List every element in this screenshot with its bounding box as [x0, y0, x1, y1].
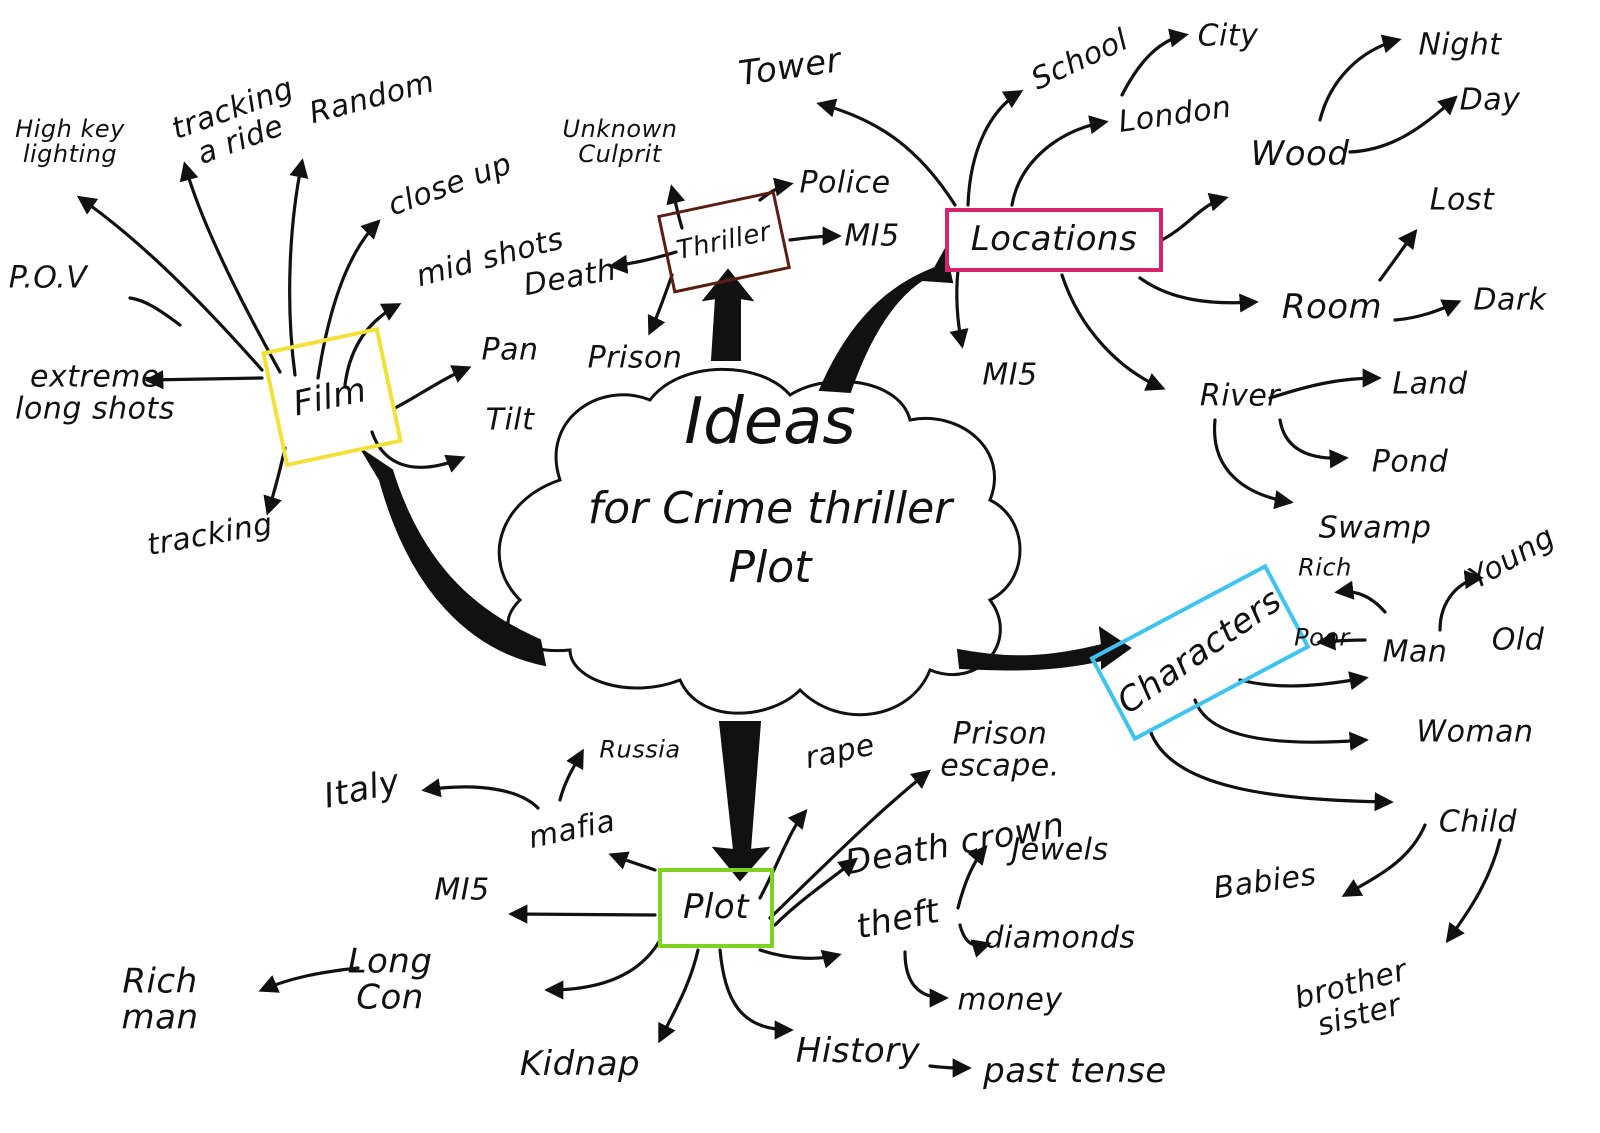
plot-branch-kidnap: Kidnap — [519, 1044, 641, 1085]
big-arrow-to-locations — [818, 247, 954, 394]
character-branch-woman: Woman — [1416, 714, 1534, 750]
location-branch-river: River — [1199, 378, 1281, 414]
central-idea-line1: Ideas — [684, 385, 856, 459]
character-branch-poor: Poor — [1294, 623, 1350, 652]
plot-box — [658, 868, 774, 948]
film-branch-extreme-long-shots: extreme long shots — [15, 359, 175, 426]
film-branch-pan: Pan — [481, 332, 539, 368]
big-arrow-to-characters — [956, 625, 1132, 671]
plot-branch-history: History — [795, 1031, 921, 1072]
location-branch-night: Night — [1418, 27, 1502, 63]
film-branch-high-key-lighting: High key lighting — [15, 114, 125, 168]
location-branch-lost: Lost — [1429, 182, 1495, 218]
branch-links — [76, 28, 1502, 1078]
location-branch-city: City — [1197, 18, 1259, 54]
character-branch-rich: Rich — [1298, 553, 1352, 582]
film-branch-pov: P.O.V — [8, 260, 88, 296]
central-idea-line3: Plot — [728, 542, 812, 593]
central-idea-line2: for Crime thriller — [587, 483, 953, 534]
locations-box — [945, 208, 1163, 272]
plot-branch-mi5: MI5 — [434, 872, 490, 908]
character-branch-old: Old — [1491, 622, 1545, 658]
category-locations: Locations — [970, 219, 1138, 260]
big-arrow-to-thriller — [701, 268, 755, 361]
plot-branch-jewels: Jewels — [1011, 832, 1109, 868]
category-plot: Plot — [682, 887, 750, 928]
plot-branch-diamonds: diamonds — [984, 920, 1136, 956]
plot-branch-past-tense: past tense — [983, 1051, 1167, 1092]
plot-branch-prison-escape: Prison escape. — [940, 716, 1060, 783]
location-branch-day: Day — [1459, 82, 1521, 118]
location-branch-land: Land — [1392, 366, 1468, 402]
thriller-branch-unknown-culprit: Unknown Culprit — [562, 114, 678, 168]
character-branch-child: Child — [1438, 804, 1518, 840]
location-branch-swamp: Swamp — [1318, 510, 1432, 546]
central-idea: Ideas for Crime thriller Plot — [490, 385, 1050, 593]
location-branch-wood: Wood — [1250, 134, 1350, 175]
big-arrow-to-film — [361, 449, 547, 667]
plot-branch-long-con: Long Con — [347, 941, 433, 1017]
location-branch-dark: Dark — [1473, 282, 1547, 318]
location-branch-pond: Pond — [1371, 444, 1449, 480]
character-branch-man: Man — [1382, 634, 1448, 670]
thriller-branch-mi5: MI5 — [844, 218, 900, 254]
big-arrow-to-plot — [711, 721, 771, 882]
film-branch-tilt: Tilt — [485, 402, 535, 438]
location-branch-room: Room — [1281, 287, 1383, 328]
thriller-branch-prison: Prison — [587, 340, 683, 376]
location-branch-mi5: MI5 — [982, 357, 1038, 393]
plot-branch-russia: Russia — [599, 735, 681, 764]
idea-cloud — [497, 367, 1022, 717]
plot-branch-rich-man: Rich man — [121, 961, 199, 1037]
thriller-branch-police: Police — [799, 165, 891, 201]
plot-branch-money: money — [957, 982, 1063, 1018]
